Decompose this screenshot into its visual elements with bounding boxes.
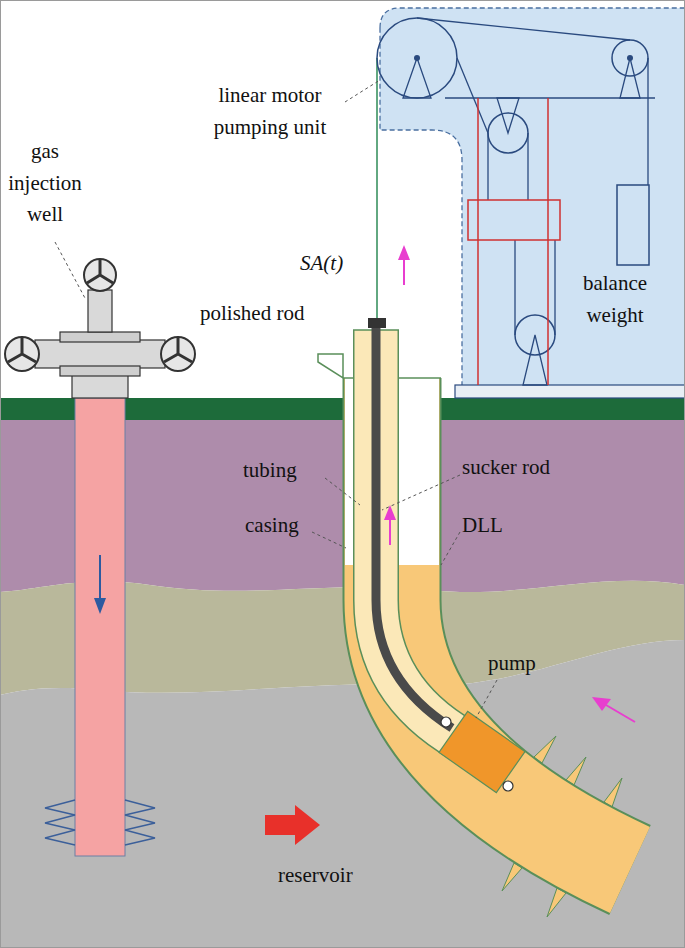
- tubing-fill: [376, 330, 462, 740]
- rope: [487, 133, 488, 200]
- flow-arrow-head: [398, 245, 410, 260]
- leader-line: [55, 242, 86, 300]
- pulley-support: [523, 335, 547, 385]
- leader-line: [345, 80, 380, 102]
- guide-rail: [547, 98, 549, 385]
- main-pulley: [377, 18, 457, 98]
- reservoir-flow-arrow: [265, 805, 320, 845]
- flow-arrow-head: [592, 697, 611, 711]
- unit-label: linear motor pumping unit: [190, 80, 350, 143]
- rope: [417, 18, 630, 40]
- pulley-support: [497, 98, 519, 133]
- rope: [554, 240, 555, 335]
- perforation-spike: [534, 736, 556, 763]
- valve-spokes: [164, 338, 192, 362]
- perforation-spike: [502, 863, 522, 891]
- right-pulley: [612, 40, 648, 76]
- pump-valve: [503, 781, 513, 791]
- flow-arrow-shaft: [389, 518, 391, 545]
- pump-body: [439, 711, 525, 792]
- leader-line: [441, 532, 460, 565]
- part-label: DLL: [462, 510, 532, 542]
- valve-wheel: [84, 259, 116, 291]
- part-label: balance weight: [565, 268, 665, 331]
- region-label: reservoir: [278, 860, 398, 892]
- rope: [457, 58, 488, 133]
- part-label: sucker rod: [462, 452, 592, 484]
- valve-spokes: [8, 338, 36, 362]
- pump-valve: [441, 717, 451, 727]
- injection-perforation: [45, 800, 75, 845]
- injection-arrow-shaft: [99, 555, 101, 600]
- wellhead-cross: [35, 340, 165, 368]
- well-label: gas injection well: [0, 136, 90, 231]
- perforation-spike: [604, 778, 622, 807]
- flow-arrow-shaft: [403, 258, 405, 285]
- part-label: casing: [245, 510, 325, 542]
- injection-column: [75, 398, 125, 856]
- part-label: pump: [488, 648, 568, 680]
- wire-line: [376, 58, 378, 318]
- leader-line: [382, 475, 460, 510]
- pumping-unit-region: [380, 8, 685, 395]
- perforation-spike: [566, 757, 586, 785]
- leader-line: [476, 680, 497, 718]
- rope: [527, 133, 528, 200]
- rope: [647, 58, 648, 185]
- wellhead-stem: [88, 290, 112, 332]
- injection-arrow-head: [94, 598, 106, 614]
- pump-body-group: [439, 711, 525, 792]
- leader-line: [325, 478, 360, 505]
- balance-weight: [617, 185, 649, 265]
- polished-rod: [368, 318, 386, 328]
- signal-label: SA(t): [300, 248, 380, 280]
- unit-base: [455, 385, 685, 398]
- wellhead-flange: [60, 332, 140, 342]
- part-label: polished rod: [200, 298, 370, 330]
- wellhead-flange: [60, 366, 140, 376]
- flow-arrow-shaft: [606, 705, 635, 722]
- tubing-outline: [376, 330, 462, 740]
- pulley-hub: [627, 55, 633, 61]
- rope: [514, 240, 515, 335]
- pulley-hub: [414, 55, 420, 61]
- perforation-spike: [547, 888, 566, 917]
- guide-rail: [477, 98, 479, 385]
- leader-line: [312, 532, 346, 548]
- part-label: tubing: [243, 455, 333, 487]
- valve-spokes: [87, 260, 113, 283]
- valve-wheel: [161, 337, 195, 371]
- linear-motor-mover: [468, 200, 560, 240]
- wellhead-base: [72, 375, 128, 398]
- injection-perforation: [125, 800, 155, 845]
- flow-arrow-head: [384, 505, 396, 520]
- casing-flange: [318, 354, 343, 378]
- sucker-rod: [376, 325, 452, 728]
- pulley-support: [620, 58, 640, 98]
- pulley-support: [403, 58, 431, 98]
- valve-wheel: [5, 337, 39, 371]
